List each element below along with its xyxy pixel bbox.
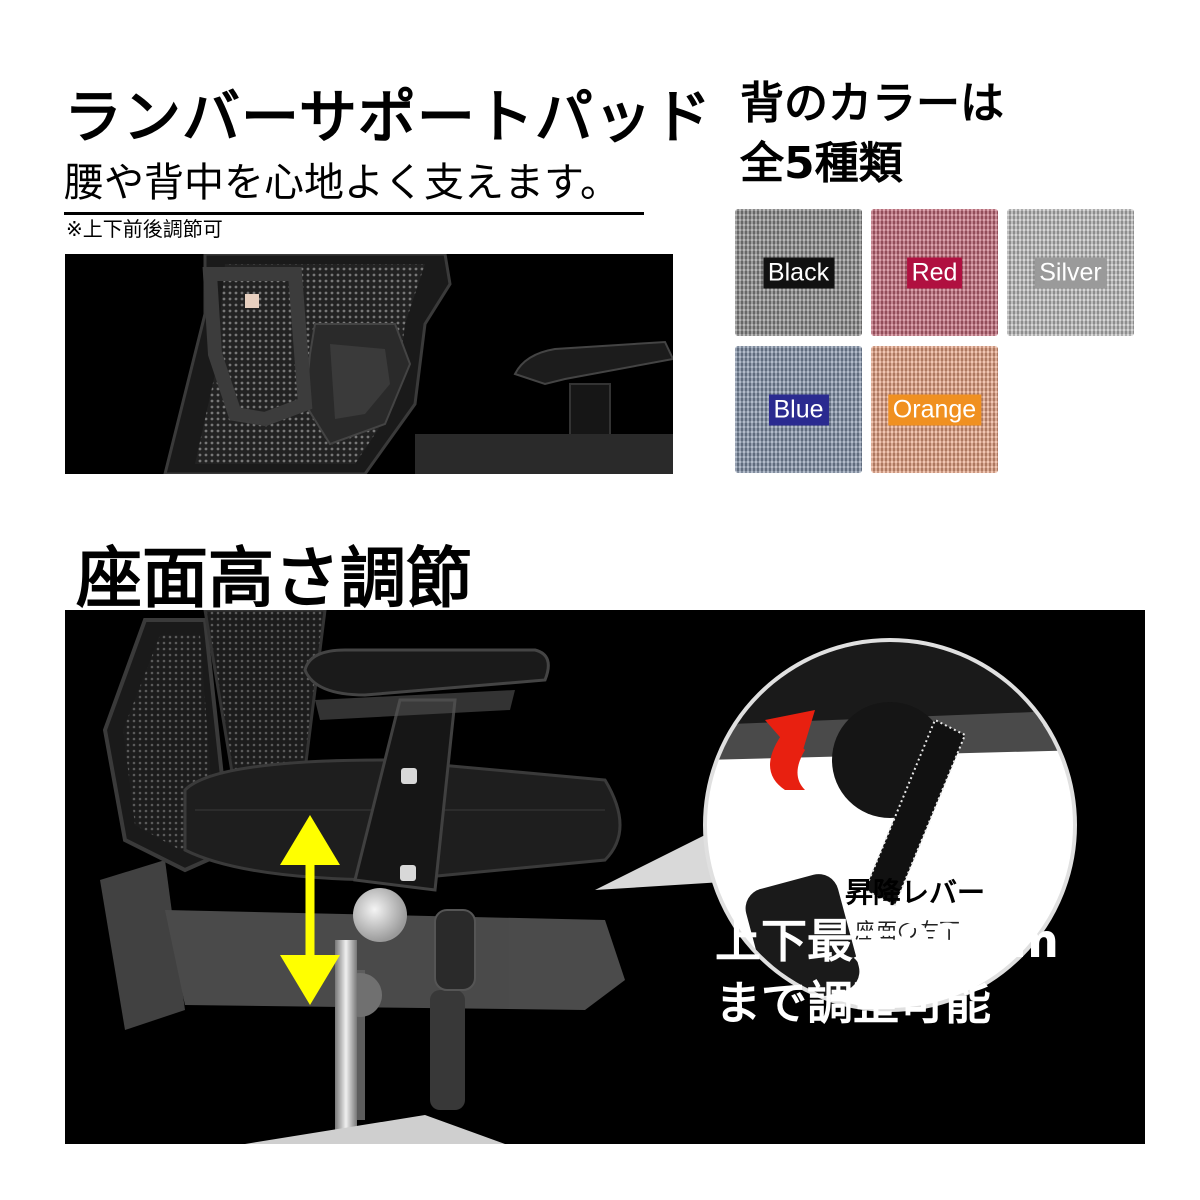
adjustment-range-text: 上下最大90mm まで調整可能 [715,910,1059,1034]
swatch-label-black: Black [762,257,835,288]
color-title-line1: 背のカラーは [740,78,1004,129]
seat-height-photo: 昇降レバー 座面の右下 上下最大90mm まで調整可能 [65,610,1145,1144]
lift-direction-arrow-icon [765,710,815,790]
color-title-line2: 全5種類 [740,138,903,189]
up-down-arrow-icon [280,815,340,1005]
swatch-label-silver: Silver [1034,257,1107,288]
color-swatch-black: Black [735,209,862,336]
adjustment-line1: 上下最大90mm [715,914,1059,968]
adjustment-line2: まで調整可能 [715,976,991,1030]
lumbar-support-photo [65,254,673,474]
color-swatch-blue: Blue [735,346,862,473]
color-swatch-red: Red [871,209,998,336]
color-variants-title: 背のカラーは 全5種類 [740,74,1004,194]
lumbar-subtitle: 腰や背中を心地よく支えます。 [64,150,644,215]
seat-height-title: 座面高さ調節 [76,540,472,617]
lever-sublabel: 座面の右下 [855,919,960,943]
swatch-label-red: Red [906,257,963,288]
lumbar-title: ランバーサポートパッド [64,83,712,151]
color-swatch-orange: Orange [871,346,998,473]
chair-back-illustration [163,254,673,474]
lever-label: 昇降レバー [845,876,985,909]
color-swatch-silver: Silver [1007,209,1134,336]
lumbar-note: ※上下前後調節可 [66,217,223,241]
chair-seat-illustration: 昇降レバー 座面の右下 [100,610,1077,1144]
swatch-label-blue: Blue [768,394,829,425]
swatch-label-orange: Orange [887,394,982,425]
